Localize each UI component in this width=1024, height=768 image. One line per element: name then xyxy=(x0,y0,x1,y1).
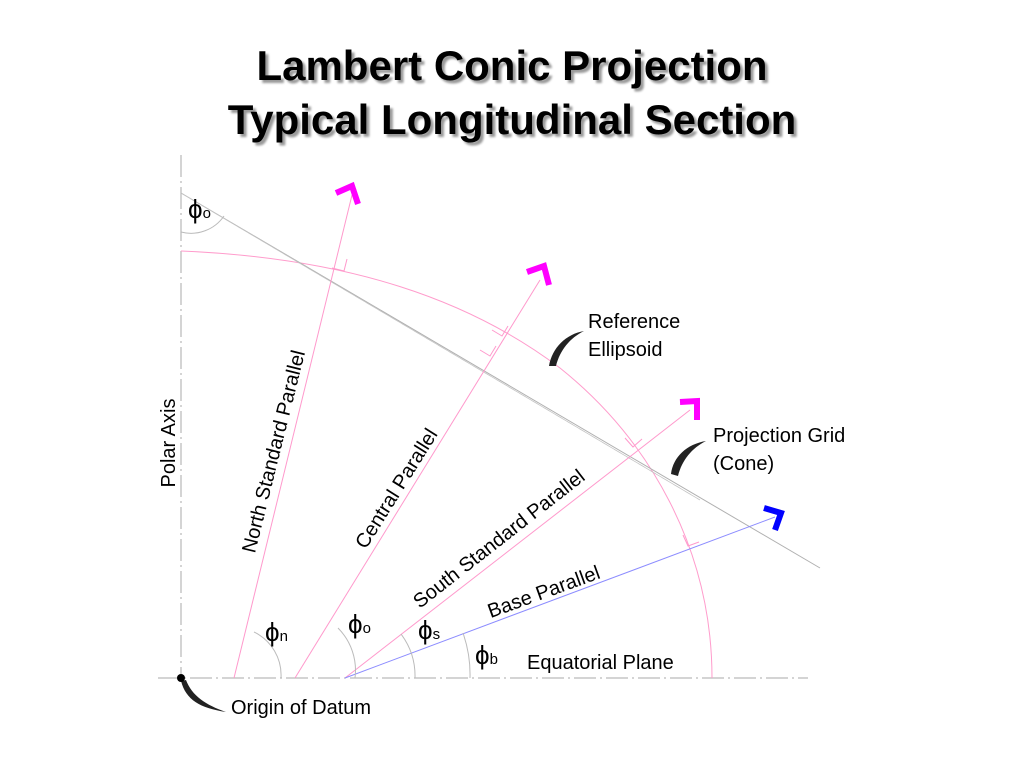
phi-base-symbol: ϕ xyxy=(475,640,490,670)
title-line-1: Lambert Conic Projection xyxy=(256,42,768,89)
angle-arc-base xyxy=(462,632,471,679)
leader-origin xyxy=(181,680,226,712)
base-parallel-line xyxy=(344,516,776,679)
north-standard-parallel-label: North Standard Parallel xyxy=(238,348,310,555)
title-line-2: Typical Longitudinal Section xyxy=(227,96,797,143)
cone-secant-line xyxy=(180,192,701,501)
phi-south-label: ϕs xyxy=(418,615,440,645)
north-standard-parallel-line xyxy=(233,194,353,679)
arrowhead-central-parallel xyxy=(526,262,552,286)
central-parallel-label: Central Parallel xyxy=(351,425,442,553)
south-standard-parallel-line xyxy=(344,409,691,679)
arrowhead-south-parallel xyxy=(679,397,700,420)
central-parallel-line xyxy=(294,279,541,679)
reference-ellipsoid-arc xyxy=(180,250,713,679)
polar-axis-label: Polar Axis xyxy=(158,399,180,488)
projection-grid-label-line1: Projection Grid xyxy=(713,425,845,447)
phi-top-label: ϕo xyxy=(188,194,211,224)
phi-north-label: ϕn xyxy=(265,617,288,647)
right-angle-marker-central-outer xyxy=(491,325,509,337)
equatorial-plane-label: Equatorial Plane xyxy=(527,652,674,674)
phi-central-label: ϕo xyxy=(348,609,371,639)
phi-north-symbol: ϕ xyxy=(265,617,280,647)
phi-top-subscript: o xyxy=(203,205,211,222)
phi-south-subscript: s xyxy=(433,626,441,643)
projection-grid-cone-line xyxy=(180,192,821,569)
leader-reference-ellipsoid xyxy=(549,331,584,366)
right-angle-marker-north xyxy=(331,258,348,272)
arrowhead-north-parallel xyxy=(334,181,361,205)
phi-central-symbol: ϕ xyxy=(348,609,363,639)
angle-arc-top xyxy=(180,215,225,234)
phi-base-label: ϕb xyxy=(475,640,498,670)
origin-of-datum-label: Origin of Datum xyxy=(231,697,371,719)
arrowhead-base-parallel xyxy=(763,505,785,531)
projection-grid-label-line2: (Cone) xyxy=(713,453,774,475)
reference-ellipsoid-label-line1: Reference xyxy=(588,311,680,333)
right-angle-marker-south xyxy=(624,437,643,448)
reference-ellipsoid-label-line2: Ellipsoid xyxy=(588,339,662,361)
angle-arc-central xyxy=(337,627,356,679)
angle-arc-north xyxy=(253,631,282,679)
phi-top-symbol: ϕ xyxy=(188,194,203,224)
base-parallel-label: Base Parallel xyxy=(485,562,603,623)
phi-north-subscript: n xyxy=(280,628,288,645)
right-angle-marker-base xyxy=(682,534,700,547)
phi-base-subscript: b xyxy=(490,651,498,668)
right-angle-marker-central-inner xyxy=(479,345,497,357)
phi-south-symbol: ϕ xyxy=(418,615,433,645)
angle-arc-south xyxy=(400,633,416,679)
origin-point xyxy=(177,674,185,682)
phi-central-subscript: o xyxy=(363,620,371,637)
leader-projection-grid xyxy=(671,441,706,476)
